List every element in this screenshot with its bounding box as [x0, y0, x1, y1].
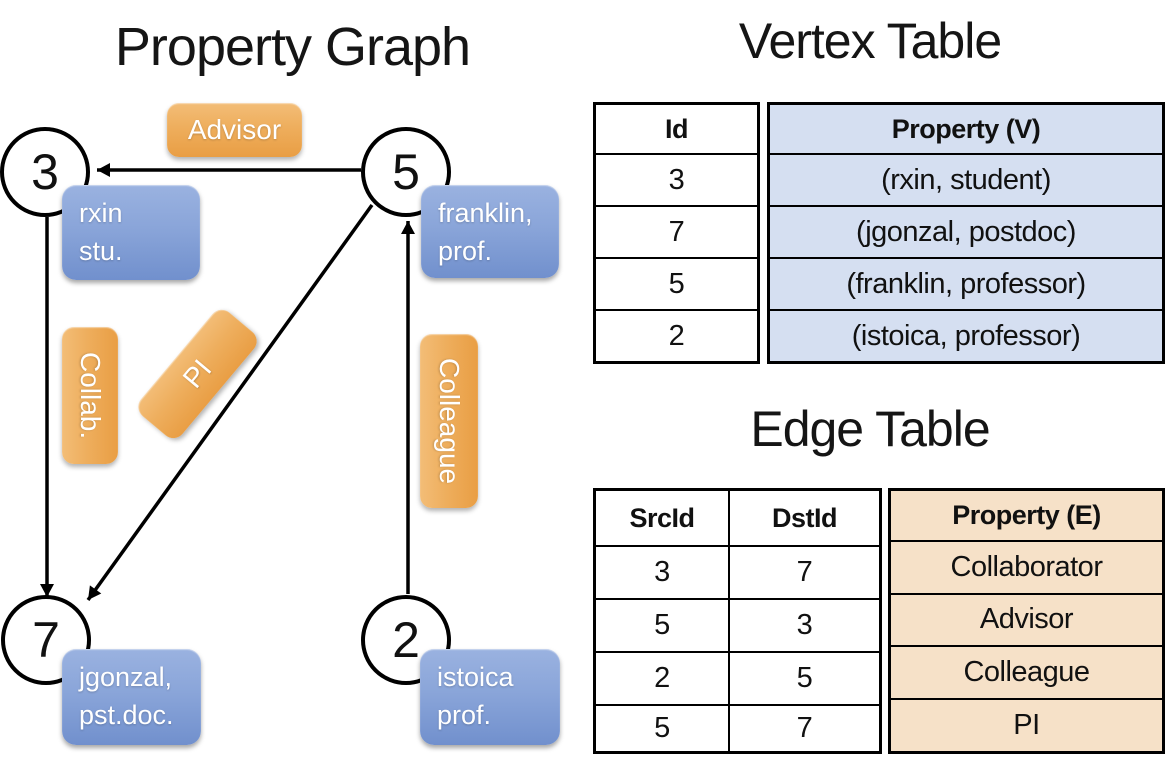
table-cell: 5 [596, 598, 728, 651]
table-cell: 3 [596, 545, 728, 598]
property-line: rxin [79, 198, 123, 228]
table-cell: 3 [728, 598, 879, 651]
table-cell: (franklin, professor) [770, 257, 1162, 309]
table-cell: 5 [728, 651, 879, 704]
table-cell: 5 [596, 257, 757, 309]
vertex-table-header-property: Property (V) [891, 113, 1041, 144]
property-graph-title: Property Graph [114, 17, 471, 77]
vertex-table-header-id: Id [665, 113, 689, 144]
vertex-table-id-column: Id 3 7 5 2 [593, 102, 760, 364]
vertex-property-box-jgonzal: jgonzal, pst.doc. [62, 649, 201, 745]
vertex-property-box-rxin: rxin stu. [62, 185, 200, 280]
table-cell: (istoica, professor) [770, 309, 1162, 361]
property-line: prof. [438, 236, 493, 266]
property-line: stu. [79, 236, 123, 266]
property-line: franklin, [438, 198, 533, 228]
edge-table-header-srcid: SrcId [629, 502, 695, 533]
edge-table-header-dstid: DstId [728, 491, 879, 545]
vertex-id-label: 3 [31, 144, 59, 200]
edge-table-property-column: Property (E) Collaborator Advisor Collea… [888, 488, 1165, 754]
table-cell: 7 [728, 704, 879, 751]
table-cell: 7 [728, 545, 879, 598]
vertex-node-2: 2 [361, 595, 451, 685]
property-line: istoica [437, 662, 514, 692]
table-cell: (rxin, student) [770, 153, 1162, 205]
table-cell: 2 [596, 651, 728, 704]
table-cell: Colleague [891, 645, 1162, 698]
table-cell: Collaborator [891, 539, 1162, 593]
vertex-id-label: 5 [392, 144, 420, 200]
edge-table-id-columns: SrcId DstId 3 7 5 3 2 5 5 7 [593, 488, 882, 754]
vertex-node-5: 5 [361, 127, 451, 217]
table-cell: 2 [596, 309, 757, 361]
property-line: prof. [437, 700, 492, 730]
table-cell: 7 [596, 205, 757, 257]
edge-pi-line [86, 203, 374, 602]
edge-label-collab: Collab. [62, 327, 118, 464]
edge-label-colleague: Colleague [420, 334, 478, 508]
edge-table-title: Edge Table [750, 401, 990, 457]
table-cell: PI [891, 698, 1162, 751]
graph-edges-layer [40, 163, 415, 602]
table-cell: 3 [596, 153, 757, 205]
property-line: pst.doc. [79, 700, 174, 730]
vertex-property-box-franklin: franklin, prof. [421, 185, 559, 278]
vertex-property-box-istoica: istoica prof. [420, 649, 560, 745]
table-cell: (jgonzal, postdoc) [770, 205, 1162, 257]
vertex-id-label: 2 [392, 612, 420, 668]
vertex-id-label: 7 [32, 612, 60, 668]
edge-table-header-property: Property (E) [952, 499, 1101, 530]
property-line: jgonzal, [79, 662, 173, 692]
table-cell: 5 [596, 704, 728, 751]
edge-label-advisor: Advisor [167, 103, 302, 157]
table-cell: Advisor [891, 592, 1162, 646]
vertex-table-property-column: Property (V) (rxin, student) (jgonzal, p… [767, 102, 1165, 364]
vertex-table-title: Vertex Table [738, 13, 1002, 69]
